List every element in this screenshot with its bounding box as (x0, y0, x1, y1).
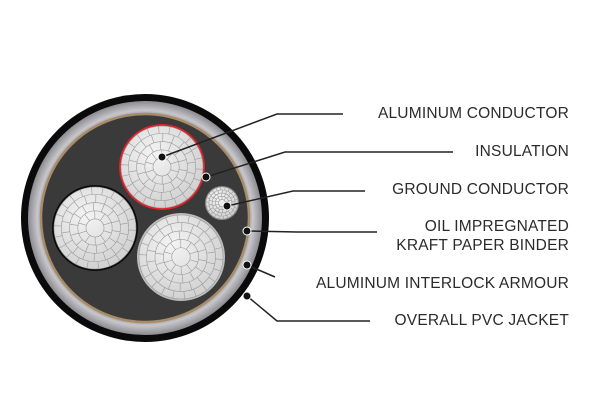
conductor-black-phase (52, 185, 138, 271)
ground-conductor (205, 186, 239, 220)
label-insulation: INSULATION (475, 143, 569, 160)
leader-insulation (205, 151, 453, 178)
conductor-red-phase (119, 124, 205, 210)
label-jacket: OVERALL PVC JACKET (394, 312, 569, 329)
label-binder-line2: KRAFT PAPER BINDER (396, 237, 569, 254)
label-ground-conductor: GROUND CONDUCTOR (392, 181, 569, 198)
leader-binder (246, 230, 377, 233)
dot-jacket (242, 291, 252, 301)
leader-armour (246, 264, 276, 278)
dot-armour (242, 260, 252, 270)
dot-binder (242, 226, 252, 236)
dot-insulation (201, 172, 211, 182)
label-binder-line1: OIL IMPREGNATED (424, 218, 569, 235)
leader-jacket (246, 295, 370, 322)
dot-ground-conductor (222, 201, 232, 211)
label-aluminum-conductor: ALUMINUM CONDUCTOR (377, 105, 569, 122)
conductor-white-phase (137, 213, 225, 301)
label-armour: ALUMINUM INTERLOCK ARMOUR (315, 275, 569, 292)
leader-ground-conductor (226, 190, 365, 207)
leader-aluminum-conductor (161, 113, 343, 158)
dot-aluminum-conductor (157, 152, 167, 162)
